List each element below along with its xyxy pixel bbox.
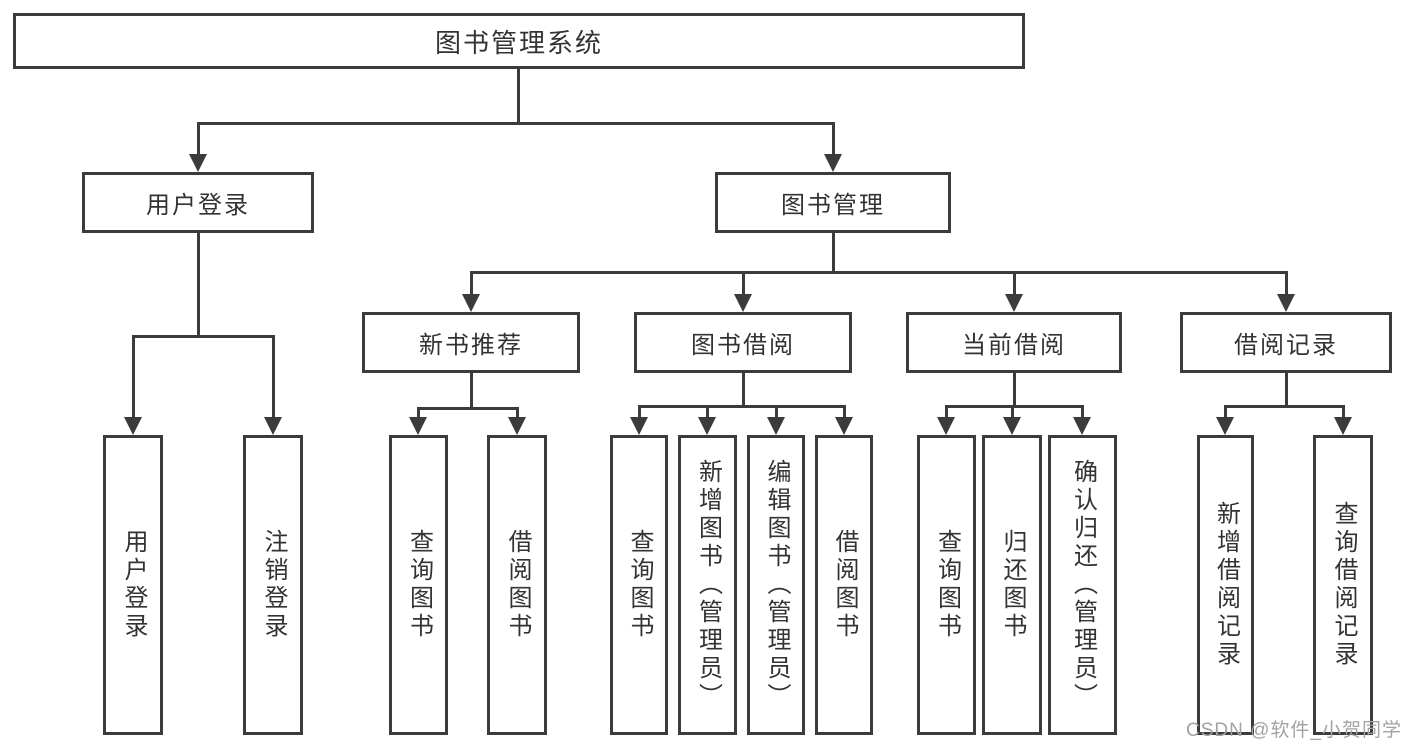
node-leaf-borrow-borrow-book: 借阅图书 — [815, 435, 873, 735]
arrowhead-to-leaf-newbook-query — [409, 417, 427, 435]
node-new-book-recommend: 新书推荐 — [362, 312, 580, 373]
node-leaf-current-confirm-return: 确认归还（管理员） — [1048, 435, 1117, 735]
node-leaf-record-add: 新增借阅记录 — [1197, 435, 1254, 735]
arrowhead-to-leaf-record-query — [1334, 417, 1352, 435]
connector-bookborrow-leaf2-stub — [706, 405, 709, 419]
connector-current-horizontal — [945, 405, 1084, 408]
node-book-borrow: 图书借阅 — [634, 312, 852, 373]
connector-record-vertical — [1285, 373, 1288, 407]
arrowhead-to-borrow-record — [1277, 294, 1295, 312]
node-leaf-user-login-label: 用户登录 — [120, 529, 147, 641]
arrowhead-to-leaf-record-add — [1216, 417, 1234, 435]
connector-user-leaf1-stub — [132, 335, 135, 419]
connector-book-l3-stub-1 — [470, 271, 473, 296]
connector-user-leaf2-stub — [272, 335, 275, 419]
connector-book-horizontal — [470, 271, 1288, 274]
arrowhead-to-book-borrow — [734, 294, 752, 312]
arrowhead-to-leaf-borrow-query — [630, 417, 648, 435]
connector-book-vertical — [832, 233, 835, 271]
connector-book-l3-stub-4 — [1285, 271, 1288, 296]
node-root: 图书管理系统 — [13, 13, 1025, 69]
watermark: CSDN @软件_小贺同学 — [1186, 720, 1402, 741]
arrowhead-to-user-login — [189, 154, 207, 172]
connector-root-horizontal — [197, 122, 834, 125]
arrowhead-to-book-management — [824, 154, 842, 172]
arrowhead-to-leaf-newbook-borrow — [508, 417, 526, 435]
node-leaf-current-query: 查询图书 — [917, 435, 976, 735]
connector-root-vertical — [517, 68, 520, 122]
connector-bookborrow-leaf1-stub — [638, 405, 641, 419]
node-leaf-logout: 注销登录 — [243, 435, 303, 735]
connector-newbook-horizontal — [417, 407, 519, 410]
node-leaf-current-return: 归还图书 — [982, 435, 1042, 735]
node-leaf-borrow-query-label: 查询图书 — [626, 529, 653, 641]
connector-bookborrow-leaf4-stub — [843, 405, 846, 419]
connector-current-leaf1-stub — [945, 405, 948, 419]
node-current-borrow-label: 当前借阅 — [962, 332, 1066, 359]
connector-record-leaf1-stub — [1224, 405, 1227, 419]
node-book-borrow-label: 图书借阅 — [691, 332, 795, 359]
connector-current-vertical — [1013, 373, 1016, 407]
node-borrow-record: 借阅记录 — [1180, 312, 1392, 373]
node-leaf-newbook-query: 查询图书 — [389, 435, 448, 735]
node-leaf-record-add-label: 新增借阅记录 — [1212, 501, 1240, 669]
node-user-login-label: 用户登录 — [146, 192, 250, 219]
node-leaf-borrow-edit-book: 编辑图书（管理员） — [747, 435, 805, 735]
arrowhead-to-leaf-current-query — [937, 417, 955, 435]
node-leaf-current-confirm-return-label: 确认归还（管理员） — [1069, 459, 1097, 711]
connector-record-horizontal — [1224, 405, 1345, 408]
connector-bookborrow-leaf3-stub — [775, 405, 778, 419]
node-leaf-record-query: 查询借阅记录 — [1313, 435, 1373, 735]
arrowhead-to-leaf-borrow-edit — [767, 417, 785, 435]
arrowhead-to-leaf-current-return — [1003, 417, 1021, 435]
node-user-login: 用户登录 — [82, 172, 314, 233]
connector-current-leaf2-stub — [1011, 405, 1014, 419]
connector-book-l3-stub-3 — [1013, 271, 1016, 296]
node-new-book-recommend-label: 新书推荐 — [419, 332, 523, 359]
connector-root-to-book-stub — [832, 122, 835, 156]
node-leaf-newbook-query-label: 查询图书 — [405, 529, 433, 641]
node-leaf-borrow-query: 查询图书 — [610, 435, 668, 735]
node-book-management-label: 图书管理 — [781, 192, 885, 219]
connector-record-leaf2-stub — [1342, 405, 1345, 419]
connector-newbook-leaf2-stub — [516, 407, 519, 419]
connector-root-to-user-stub — [197, 122, 200, 156]
node-current-borrow: 当前借阅 — [906, 312, 1122, 373]
node-borrow-record-label: 借阅记录 — [1234, 332, 1338, 359]
node-leaf-borrow-add-book: 新增图书（管理员） — [678, 435, 737, 735]
node-leaf-borrow-edit-book-label: 编辑图书（管理员） — [763, 459, 790, 711]
arrowhead-to-new-book-recommend — [462, 294, 480, 312]
arrowhead-to-leaf-borrow-add — [698, 417, 716, 435]
arrowhead-to-current-borrow — [1005, 294, 1023, 312]
node-leaf-newbook-borrow: 借阅图书 — [487, 435, 547, 735]
node-leaf-record-query-label: 查询借阅记录 — [1330, 501, 1357, 669]
arrowhead-to-leaf-logout — [264, 417, 282, 435]
connector-newbook-vertical — [470, 373, 473, 410]
node-leaf-logout-label: 注销登录 — [260, 529, 287, 641]
node-leaf-borrow-borrow-book-label: 借阅图书 — [831, 529, 858, 641]
connector-bookborrow-horizontal — [638, 405, 846, 408]
node-leaf-current-query-label: 查询图书 — [933, 529, 961, 641]
connector-newbook-leaf1-stub — [417, 407, 420, 419]
arrowhead-to-leaf-borrow-borrow — [835, 417, 853, 435]
connector-current-leaf3-stub — [1081, 405, 1084, 419]
connector-user-horizontal — [132, 335, 275, 338]
node-book-management: 图书管理 — [715, 172, 951, 233]
node-leaf-newbook-borrow-label: 借阅图书 — [504, 529, 531, 641]
node-leaf-user-login: 用户登录 — [103, 435, 163, 735]
node-root-label: 图书管理系统 — [434, 27, 603, 58]
connector-bookborrow-vertical — [742, 373, 745, 407]
connector-user-vertical — [197, 233, 200, 335]
node-leaf-current-return-label: 归还图书 — [999, 529, 1026, 641]
node-leaf-borrow-add-book-label: 新增图书（管理员） — [694, 459, 722, 711]
arrowhead-to-leaf-current-confirm — [1073, 417, 1091, 435]
arrowhead-to-leaf-user-login — [124, 417, 142, 435]
connector-book-l3-stub-2 — [742, 271, 745, 296]
